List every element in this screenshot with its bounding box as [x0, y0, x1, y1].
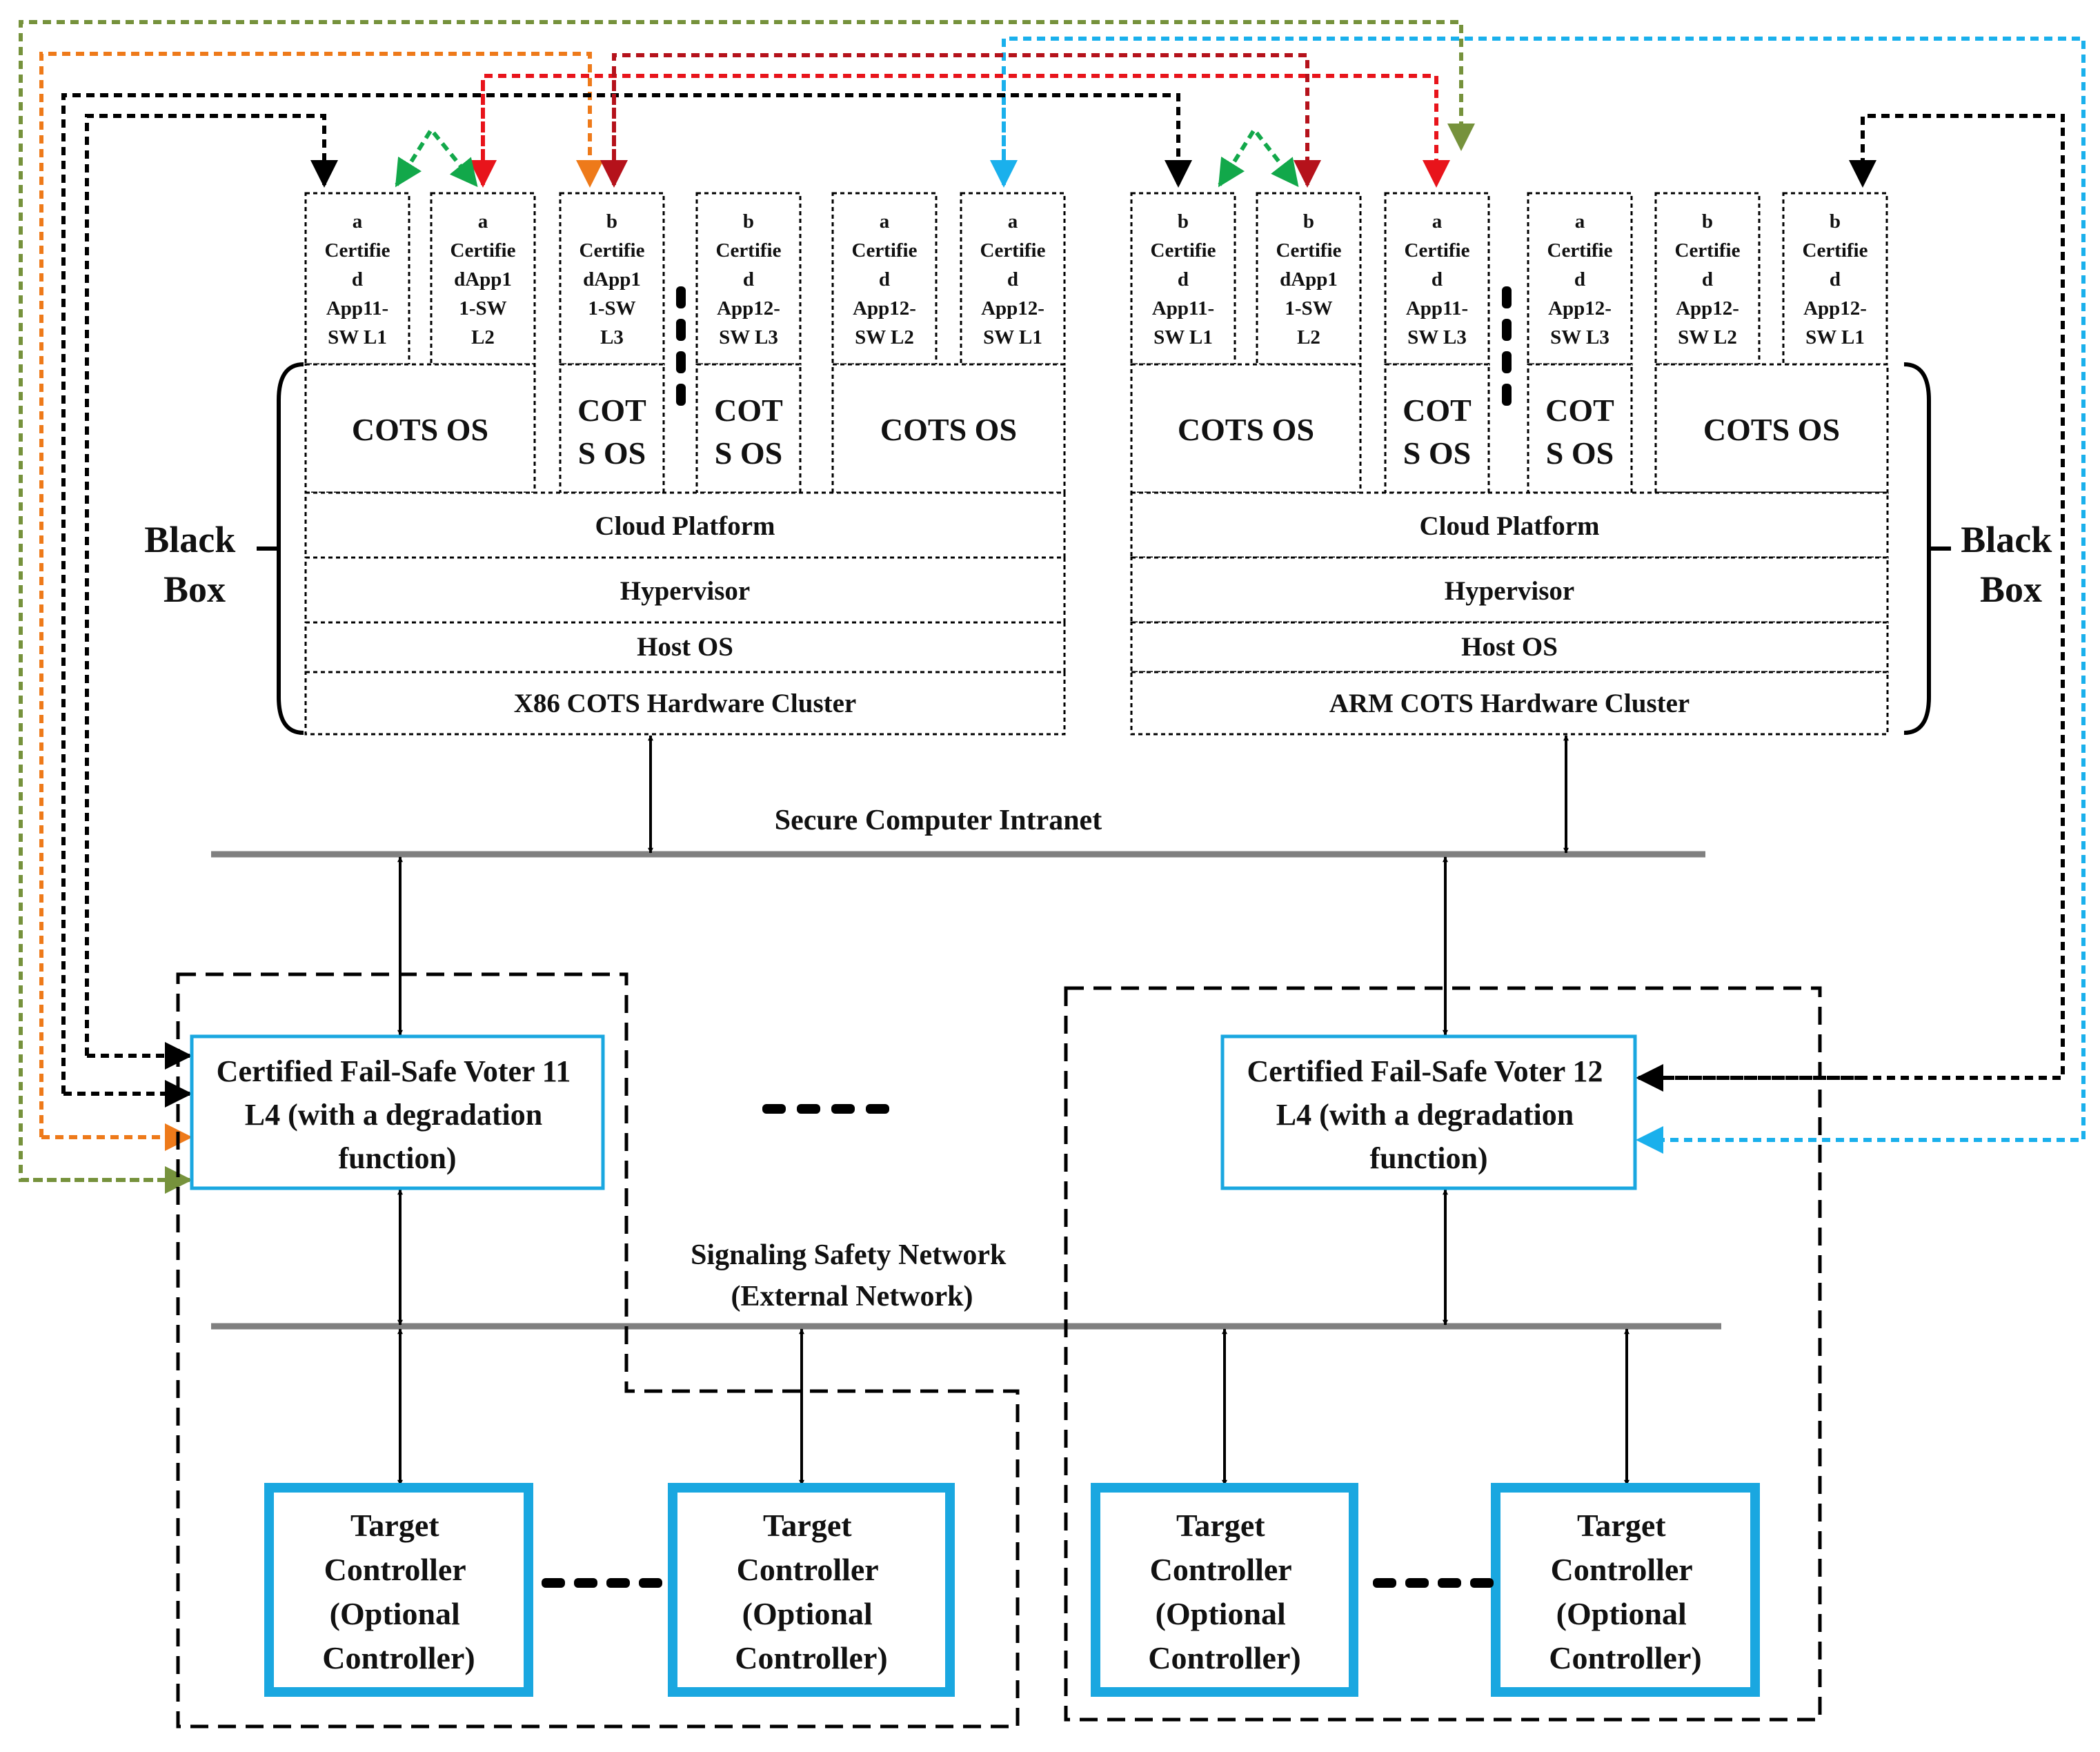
- right-cluster: [1130, 192, 1889, 736]
- left-group-outline: [176, 972, 1020, 1729]
- darkred-route: [612, 53, 1321, 188]
- group-outlines: [176, 972, 1822, 1729]
- right-hardware-layer: [1130, 671, 1889, 736]
- voter-11-label: Certified Fail-Safe Voter 11 L4 (with a …: [217, 1054, 579, 1175]
- right-hardware-label: ARM COTS Hardware Cluster: [1329, 689, 1690, 718]
- left-app-1: [304, 192, 410, 366]
- routing-lines: [19, 20, 2086, 1194]
- left-host-label: Host OS: [637, 632, 733, 662]
- left-os-3: [695, 363, 802, 494]
- controller-4-box: [1491, 1483, 1760, 1697]
- left-cloud-layer: [304, 491, 1066, 559]
- right-os-4-text: COTS OS: [1703, 412, 1840, 447]
- right-host-label: Host OS: [1461, 632, 1558, 662]
- voter-11-box: [190, 1034, 605, 1190]
- left-os-1: [304, 363, 536, 494]
- black-box-frames: [257, 362, 1951, 735]
- voter-ellipsis: [762, 1104, 889, 1114]
- right-os-1-text: COTS OS: [1178, 412, 1314, 447]
- right-hypervisor-layer: [1130, 556, 1889, 624]
- green-arc-left: [395, 126, 478, 188]
- right-hypervisor-label: Hypervisor: [1445, 576, 1574, 606]
- controller-3-box: [1091, 1483, 1358, 1697]
- left-cloud-label: Cloud Platform: [595, 511, 775, 541]
- red-route: [481, 74, 1450, 188]
- connectors: [397, 735, 1630, 1486]
- left-black-box-bracket: [277, 362, 304, 735]
- left-cluster: [304, 192, 1066, 736]
- safety-network-label: Signaling Safety Network (External Netwo…: [691, 1239, 1013, 1312]
- right-os-1: [1130, 363, 1362, 494]
- left-vertical-ellipsis: [676, 286, 686, 406]
- right-host-layer: [1130, 621, 1889, 673]
- orange-route: [39, 52, 604, 1137]
- controller-ellipsis-left: [542, 1578, 662, 1588]
- left-app-5: [831, 192, 938, 366]
- right-os-3: [1527, 363, 1633, 494]
- left-os-4: [831, 363, 1066, 494]
- right-group-outline: [1064, 986, 1822, 1722]
- intranet-label: Secure Computer Intranet: [775, 805, 1102, 836]
- controller-4-label: Target Controller (Optional Controller): [1549, 1508, 1701, 1675]
- controller-2-label: Target Controller (Optional Controller): [735, 1508, 887, 1675]
- left-black-box-label: Black Box: [144, 519, 245, 610]
- black-route-1: [61, 93, 1192, 1094]
- black-route-2: [85, 114, 338, 1056]
- green-arc-right: [1218, 126, 1299, 188]
- right-os-4: [1654, 363, 1889, 494]
- right-cloud-label: Cloud Platform: [1419, 511, 1599, 541]
- left-hypervisor-layer: [304, 556, 1066, 624]
- controller-1-box: [264, 1483, 533, 1697]
- right-app-4: [1527, 192, 1633, 366]
- controller-3-label: Target Controller (Optional Controller): [1148, 1508, 1300, 1675]
- left-hardware-layer: [304, 671, 1066, 736]
- black-route-right: [1638, 114, 2065, 1080]
- voter-12-box: [1220, 1034, 1637, 1190]
- controller-ellipsis-right: [1373, 1578, 1494, 1588]
- left-hardware-label: X86 COTS Hardware Cluster: [514, 689, 857, 718]
- voter-12-label: Certified Fail-Safe Voter 12 L4 (with a …: [1247, 1054, 1610, 1175]
- right-os-2: [1384, 363, 1490, 494]
- left-hypervisor-label: Hypervisor: [620, 576, 750, 606]
- right-app-2: [1256, 192, 1362, 366]
- right-app-3: [1384, 192, 1490, 366]
- left-os-2: [559, 363, 665, 494]
- right-vertical-ellipsis: [1502, 286, 1512, 406]
- controller-1-label: Target Controller (Optional Controller): [322, 1508, 475, 1675]
- left-app-3: [559, 192, 665, 366]
- right-black-box-bracket: [1903, 362, 1931, 735]
- left-os-4-text: COTS OS: [880, 412, 1017, 447]
- left-os-1-text: COTS OS: [352, 412, 488, 447]
- controller-2-box: [668, 1483, 955, 1697]
- right-black-box-label: Black Box: [1961, 519, 2061, 610]
- right-app-1: [1130, 192, 1236, 366]
